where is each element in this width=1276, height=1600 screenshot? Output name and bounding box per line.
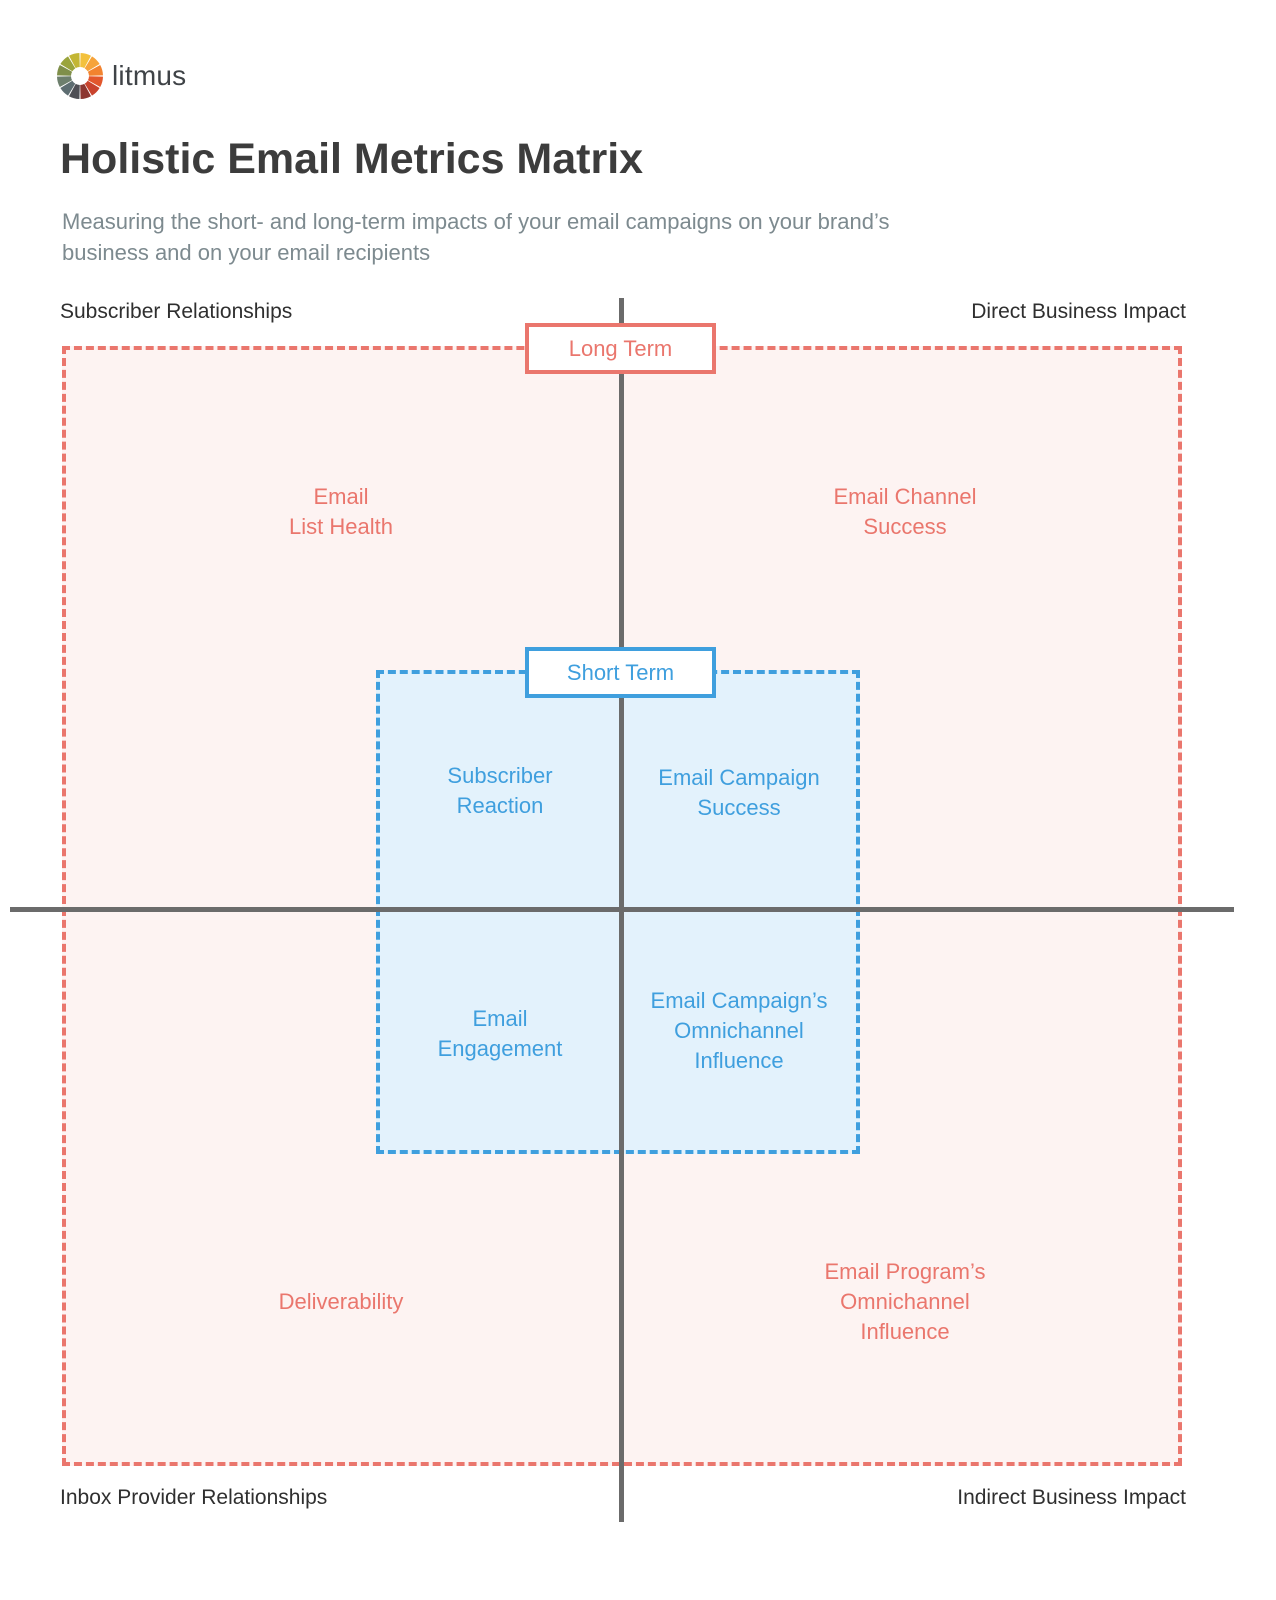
quadrant-label-line: Omnichannel xyxy=(840,1289,970,1314)
quadrant-label-line: Email xyxy=(472,1006,528,1031)
logo-wheel-segment xyxy=(60,56,76,72)
long-term-tag: Long Term xyxy=(525,323,716,374)
quadrant-label-email-campaign-success: Email Campaign Success xyxy=(609,763,869,823)
logo-wheel-segment xyxy=(87,76,103,87)
quadrant-label-line: Influence xyxy=(694,1048,784,1073)
quadrant-label-line: Email Channel xyxy=(833,484,977,509)
logo-wheel-segment xyxy=(57,65,73,76)
corner-label-direct-business-impact: Direct Business Impact xyxy=(971,300,1186,323)
quadrant-label-line: Omnichannel xyxy=(674,1018,804,1043)
horizontal-axis xyxy=(10,907,1234,912)
corner-label-inbox-provider-relationships: Inbox Provider Relationships xyxy=(60,1486,328,1509)
quadrant-label-email-campaigns-omnichannel-influence: Email Campaign’s Omnichannel Influence xyxy=(609,986,869,1076)
corner-label-indirect-business-impact: Indirect Business Impact xyxy=(957,1486,1186,1509)
quadrant-label-subscriber-reaction: Subscriber Reaction xyxy=(370,761,630,821)
quadrant-label-line: Deliverability xyxy=(278,1289,404,1314)
quadrant-label-line: Success xyxy=(863,514,947,539)
page-title: Holistic Email Metrics Matrix xyxy=(60,135,644,183)
page-subtitle: Measuring the short- and long-term impac… xyxy=(62,209,890,265)
short-term-zone xyxy=(376,670,860,1154)
short-term-tag: Short Term xyxy=(525,647,716,698)
quadrant-label-email-channel-success: Email Channel Success xyxy=(775,482,1035,542)
litmus-wheel-logo-icon xyxy=(57,53,103,99)
logo-wheel-segment xyxy=(57,76,73,87)
quadrant-label-line: Email xyxy=(313,484,369,509)
quadrant-label-line: Subscriber xyxy=(447,763,553,788)
logo-wheel-segment xyxy=(69,83,80,99)
quadrant-label-line: Email Campaign’s xyxy=(650,988,828,1013)
quadrant-label-line: Success xyxy=(697,795,781,820)
quadrant-label-line: Engagement xyxy=(437,1036,563,1061)
corner-label-subscriber-relationships: Subscriber Relationships xyxy=(60,300,293,323)
logo-wheel-segment xyxy=(80,83,91,99)
logo-wheel-segment xyxy=(84,56,100,72)
logo-wheel-segment xyxy=(80,53,91,69)
quadrant-label-email-engagement: Email Engagement xyxy=(370,1004,630,1064)
quadrant-label-line: Email Program’s xyxy=(824,1259,986,1284)
quadrant-label-line: List Health xyxy=(289,514,393,539)
logo-wheel-segment xyxy=(87,65,103,76)
litmus-logo: litmus xyxy=(56,52,186,100)
logo-wheel-segment xyxy=(84,80,100,96)
quadrant-label-deliverability: Deliverability xyxy=(211,1287,471,1317)
quadrant-label-email-list-health: Email List Health xyxy=(211,482,471,542)
logo-wordmark: litmus xyxy=(112,60,187,91)
quadrant-label-line: Influence xyxy=(860,1319,950,1344)
quadrant-label-email-programs-omnichannel-influence: Email Program’s Omnichannel Influence xyxy=(775,1257,1035,1347)
logo-wheel-segment xyxy=(69,53,80,69)
logo-wheel-segment xyxy=(60,80,76,96)
quadrant-label-line: Reaction xyxy=(456,793,544,818)
quadrant-label-line: Email Campaign xyxy=(658,765,820,790)
